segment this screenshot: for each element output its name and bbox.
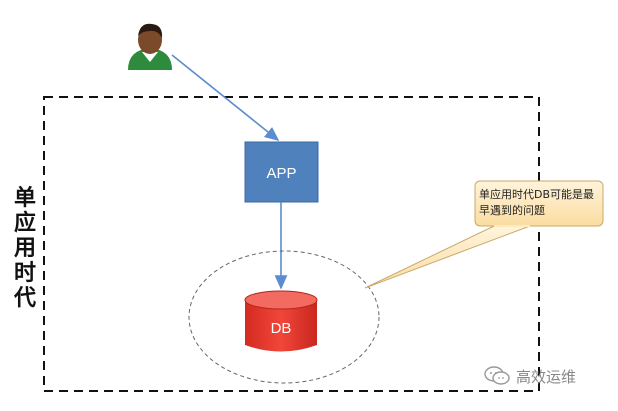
db-node <box>244 290 318 352</box>
application-boundary <box>43 96 540 392</box>
user-to-app-arrow <box>171 54 280 142</box>
user-avatar-icon <box>128 23 172 70</box>
db-highlight-ellipse <box>188 250 380 384</box>
db-label: DB <box>271 320 292 337</box>
watermark-text: 高效运维 <box>516 367 577 386</box>
app-node <box>244 141 319 203</box>
wechat-icon <box>484 366 510 385</box>
watermark: 高效运维 <box>484 366 576 386</box>
callout-text: 单应用时代DB可能是最早遇到的问题 <box>479 188 595 217</box>
callout-box <box>474 180 604 227</box>
callout-pointer <box>364 225 531 289</box>
app-label: APP <box>266 165 296 182</box>
side-label: 单应用时代 <box>13 186 36 311</box>
